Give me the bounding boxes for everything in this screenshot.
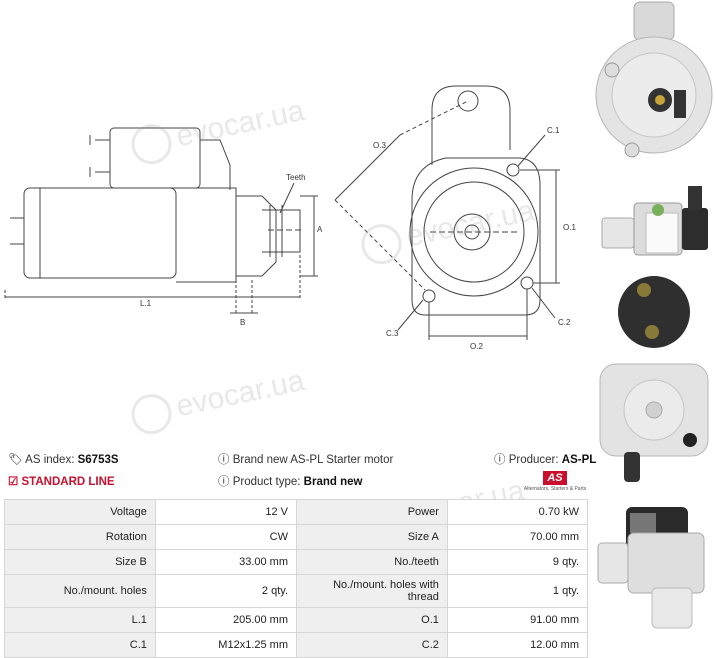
label-o2: O.2	[470, 342, 483, 351]
spec-value: 9 qty.	[446, 549, 589, 575]
spec-key: Rotation	[4, 524, 156, 550]
label-o3: O.3	[373, 141, 386, 150]
spec-key: No./mount. holes with thread	[296, 574, 448, 608]
spec-key: C.1	[4, 632, 156, 658]
product-description: ⓘ Brand new AS-PL Starter motor	[218, 453, 393, 467]
spec-key: C.2	[296, 632, 448, 658]
label-l1: L.1	[140, 299, 152, 308]
label-c1: C.1	[547, 126, 560, 135]
producer-logo: AS Alternators, Starters & Parts	[522, 468, 588, 493]
spec-key: L.1	[4, 607, 156, 633]
spec-key: Voltage	[4, 499, 156, 525]
producer-value: AS-PL	[561, 454, 597, 466]
info-icon: ⓘ	[218, 454, 230, 466]
motor-body-outline	[23, 187, 177, 279]
product-type-value: Brand new	[303, 476, 363, 488]
as-pl-logo-mark: AS	[543, 471, 567, 485]
photo-rear-view[interactable]	[592, 272, 716, 490]
spec-key: O.1	[296, 607, 448, 633]
photo-front-view[interactable]	[592, 0, 716, 172]
spec-value: 70.00 mm	[446, 524, 589, 550]
spec-key: Size B	[4, 549, 156, 575]
tag-icon: 🏷︎	[8, 454, 23, 466]
spec-value: 12.00 mm	[446, 632, 589, 658]
spec-value: 0.70 kW	[446, 499, 589, 525]
product-photos	[592, 0, 716, 640]
spec-key: No./mount. holes	[4, 574, 156, 608]
info-icon: ⓘ	[494, 454, 506, 466]
spec-value: 205.00 mm	[154, 607, 298, 633]
spec-value: M12x1.25 mm	[154, 632, 298, 658]
spec-value: 2 qty.	[154, 574, 298, 608]
front-view-outline	[431, 85, 511, 165]
producer-label: Producer:	[508, 454, 559, 466]
label-teeth: Teeth	[286, 173, 306, 182]
checkbox-icon: ☑	[8, 476, 19, 488]
product-type-label: Product type:	[232, 476, 301, 488]
producer: ⓘ Producer: AS-PL	[494, 453, 596, 467]
spec-value: 91.00 mm	[446, 607, 589, 633]
photo-angle-view[interactable]	[592, 493, 716, 640]
as-index-value: S6753S	[77, 454, 119, 466]
as-index: 🏷︎ AS index: S6753S	[8, 453, 119, 467]
solenoid-outline	[109, 127, 201, 189]
logo-subtext: Alternators, Starters & Parts	[523, 486, 587, 492]
spec-value: 33.00 mm	[154, 549, 298, 575]
label-a: A	[317, 225, 323, 234]
spec-key: Power	[296, 499, 448, 525]
label-c3: C.3	[386, 329, 399, 338]
label-b: B	[240, 318, 245, 327]
photo-side-view[interactable]	[592, 178, 716, 270]
spec-key: Size A	[296, 524, 448, 550]
product-type: ⓘ Product type: Brand new	[218, 475, 362, 489]
spec-key: No./teeth	[296, 549, 448, 575]
spec-value: 1 qty.	[446, 574, 589, 608]
as-index-label: AS index:	[25, 454, 75, 466]
label-c2: C.2	[558, 318, 571, 327]
info-icon: ⓘ	[218, 476, 230, 488]
description-text: Brand new AS-PL Starter motor	[232, 454, 394, 466]
spec-value: CW	[154, 524, 298, 550]
standard-line-text: STANDARD LINE	[21, 476, 115, 488]
standard-line: ☑ STANDARD LINE	[8, 475, 115, 489]
spec-value: 12 V	[154, 499, 298, 525]
label-o1: O.1	[563, 223, 576, 232]
technical-drawing: Teeth A L.1 B O.3 C.1 O.1 C.3 C.2 O.2	[4, 85, 576, 351]
